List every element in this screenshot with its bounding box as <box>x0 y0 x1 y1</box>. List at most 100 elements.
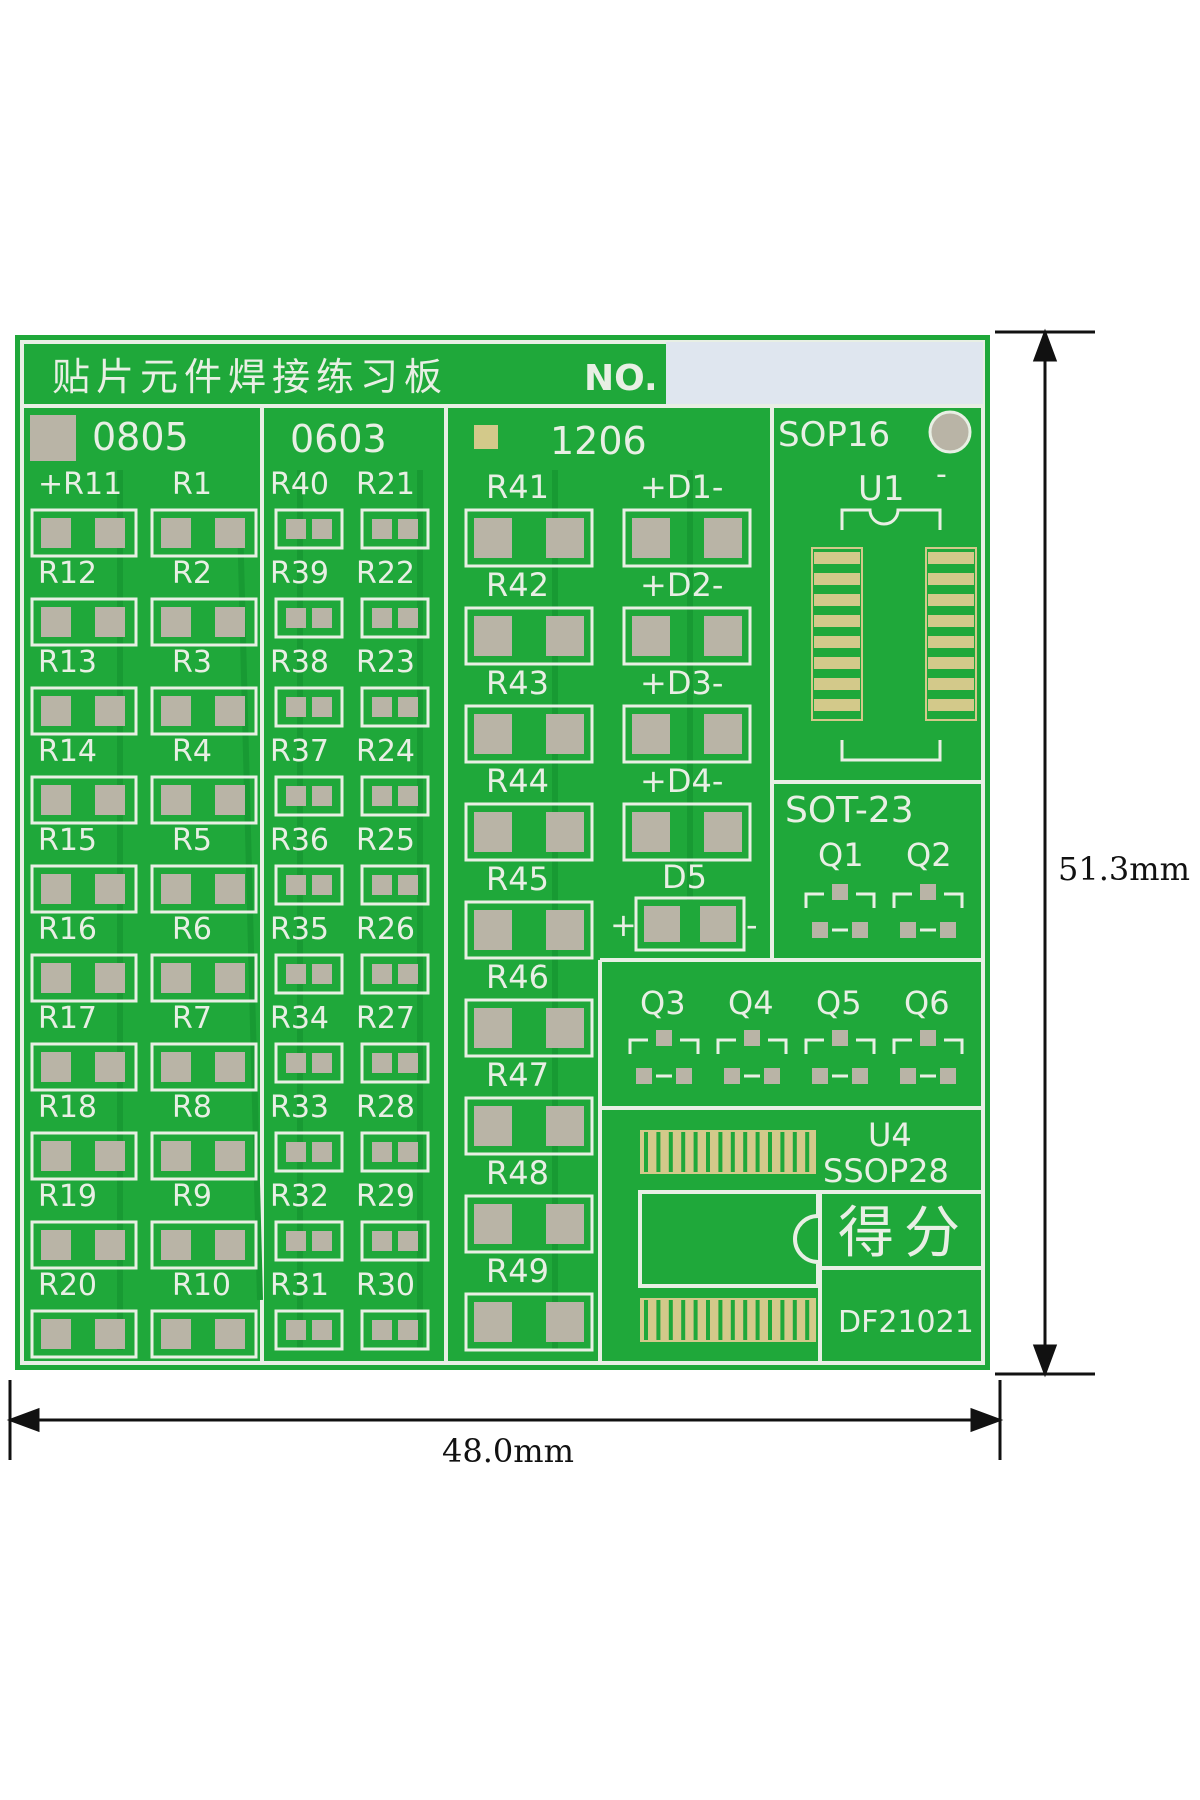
footprint-outline <box>622 802 752 862</box>
no-label: NO. <box>584 358 658 399</box>
dimension-lines <box>6 328 1095 1460</box>
sot-outline <box>716 1038 788 1054</box>
solder-pad <box>928 594 974 606</box>
solder-pad <box>41 1319 71 1349</box>
solder-pad <box>814 573 860 585</box>
solder-pad <box>814 594 860 606</box>
ic-outline <box>840 508 942 762</box>
solder-pad <box>41 963 71 993</box>
component-label: Q3 <box>640 984 686 1022</box>
fiducial-square <box>30 415 76 461</box>
component-label: R21 <box>356 467 415 502</box>
component-label: R35 <box>270 912 329 947</box>
solder-pad <box>920 1030 936 1046</box>
solder-pad <box>398 786 418 806</box>
solder-pad <box>398 964 418 984</box>
solder-pad <box>286 608 306 628</box>
component-label: R6 <box>172 912 212 947</box>
sot-outline <box>892 892 964 908</box>
solder-pad <box>372 1231 392 1251</box>
footprint-outline <box>622 606 752 666</box>
footprint-outline <box>274 1220 344 1262</box>
solder-pad <box>161 1141 191 1171</box>
u1-ref: U1 <box>858 469 905 509</box>
solder-pad <box>312 1053 332 1073</box>
solder-pad <box>161 696 191 726</box>
solder-pad <box>700 906 736 942</box>
footprint-outline <box>274 1131 344 1173</box>
solder-pad <box>215 1052 245 1082</box>
solder-pad <box>372 1053 392 1073</box>
ssop28-title: SSOP28 <box>823 1152 949 1190</box>
component-label: R27 <box>356 1001 415 1036</box>
pad-gap <box>768 1300 772 1340</box>
component-label: R30 <box>356 1268 415 1303</box>
footprint-outline <box>360 508 430 550</box>
sot-outline <box>804 1038 876 1054</box>
solder-pad <box>676 1068 692 1084</box>
solder-pad <box>41 1230 71 1260</box>
solder-pad <box>546 1302 584 1342</box>
solder-pad <box>312 964 332 984</box>
solder-pad <box>312 1231 332 1251</box>
mounting-hole <box>928 410 972 454</box>
footprint-outline <box>634 896 746 952</box>
component-label: R5 <box>172 823 212 858</box>
footprint-outline <box>150 775 258 825</box>
component-label: R16 <box>38 912 97 947</box>
solder-pad <box>312 519 332 539</box>
solder-pad <box>928 699 974 711</box>
solder-pad <box>704 616 742 656</box>
solder-pad <box>814 552 860 564</box>
solder-pad <box>832 884 848 900</box>
footprint-outline <box>464 1096 594 1156</box>
pad-gap <box>681 1300 686 1340</box>
d5-label: D5 <box>662 858 707 896</box>
solder-pad <box>372 519 392 539</box>
footprint-outline <box>274 1309 344 1351</box>
footprint-outline <box>30 686 138 736</box>
section-sop16-title: SOP16 <box>778 415 890 455</box>
solder-pad <box>814 615 860 627</box>
solder-pad <box>161 518 191 548</box>
pad-row <box>640 1298 816 1342</box>
solder-pad <box>215 785 245 815</box>
component-label: Q2 <box>906 836 952 874</box>
section-1206-pads: R41R42R43R44R45R46R47R48R49+D1-+D2-+D3-+… <box>464 468 752 1352</box>
solder-pad <box>814 699 860 711</box>
component-label: R45 <box>486 860 549 898</box>
solder-pad <box>546 616 584 656</box>
solder-pad <box>704 714 742 754</box>
component-label: R26 <box>356 912 415 947</box>
pad-gap <box>644 1132 648 1172</box>
component-label: R13 <box>38 645 97 680</box>
component-label: R17 <box>38 1001 97 1036</box>
fiducial-small <box>474 425 498 449</box>
solder-pad <box>940 1068 956 1084</box>
solder-pad <box>398 1053 418 1073</box>
solder-pad <box>920 884 936 900</box>
width-dimension: 48.0mm <box>442 1432 574 1470</box>
solder-pad <box>95 874 125 904</box>
component-label: R28 <box>356 1090 415 1125</box>
solder-pad <box>704 812 742 852</box>
component-label: +D3- <box>640 664 723 702</box>
solder-pad <box>215 1141 245 1171</box>
pad-gap <box>693 1300 698 1340</box>
solder-pad <box>940 922 956 938</box>
solder-pad <box>372 786 392 806</box>
pad-gap <box>805 1300 810 1340</box>
section-0603-title: 0603 <box>290 417 387 461</box>
solder-pad <box>41 785 71 815</box>
solder-pad <box>95 1141 125 1171</box>
solder-pad <box>215 518 245 548</box>
solder-pad <box>95 696 125 726</box>
footprint-outline <box>150 1220 258 1270</box>
footprint-outline <box>30 864 138 914</box>
component-label: R10 <box>172 1268 231 1303</box>
footprint-outline <box>150 686 258 736</box>
solder-pad <box>312 875 332 895</box>
board-serial: DF21021 <box>838 1305 974 1340</box>
solder-pad <box>372 697 392 717</box>
